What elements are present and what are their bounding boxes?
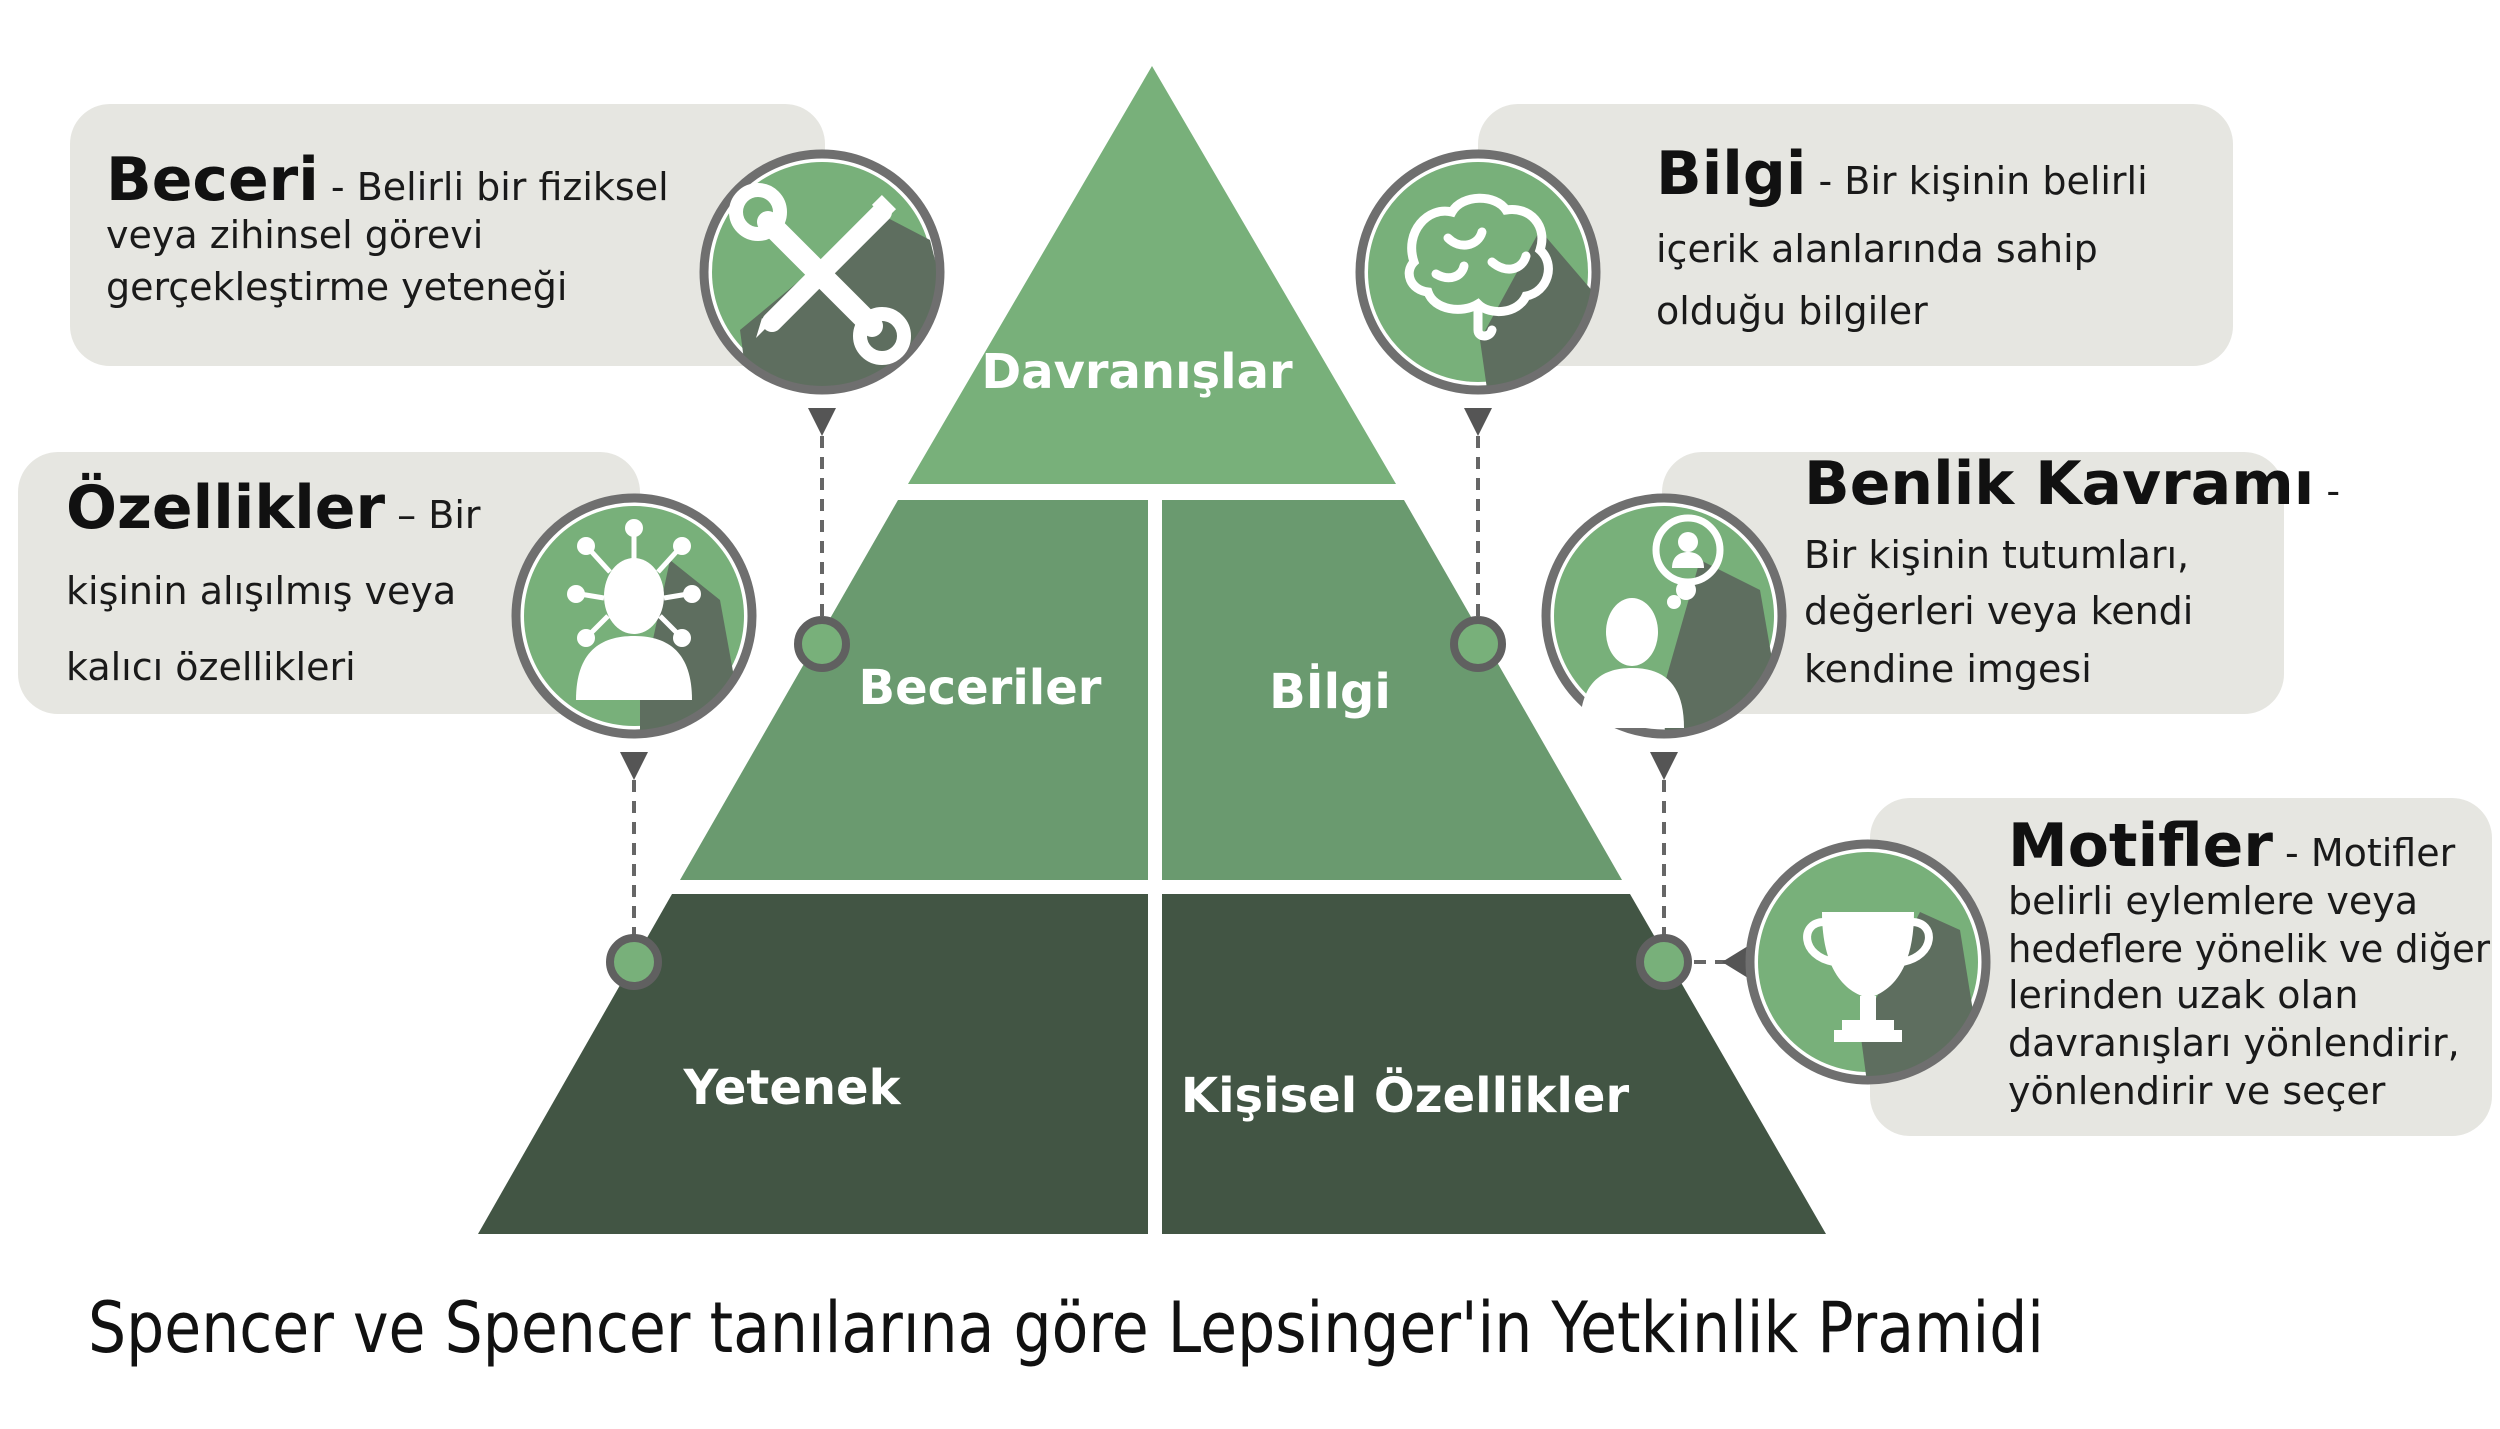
callout-box-benlik xyxy=(1662,452,2284,714)
callout-box-bilgi xyxy=(1478,104,2233,366)
callout-box-motifler xyxy=(1870,798,2492,1136)
svg-text:Beceri - Belirli bir fiziksel: Beceri - Belirli bir fiziksel xyxy=(106,145,669,215)
callout-line-motifler-4: davranışları yönlendirir, xyxy=(2008,1021,2460,1065)
callout-line-bilgi-2: olduğu bilgiler xyxy=(1656,289,1928,333)
pyramid-label-middle-left: Beceriler xyxy=(859,660,1102,716)
svg-text:Motifler - Motifler: Motifler - Motifler xyxy=(2008,811,2456,881)
node-ozellikler xyxy=(606,934,662,990)
pointer-beceri xyxy=(808,408,836,436)
pyramid-tier-bottom-right xyxy=(1162,894,1826,1234)
callout-line-benlik-1: değerleri veya kendi xyxy=(1804,589,2193,633)
pointer-ozellikler xyxy=(620,752,648,780)
person-network-icon xyxy=(511,493,757,739)
pointer-motifler xyxy=(1722,946,1748,978)
callout-sep-ozellikler: – xyxy=(385,493,428,537)
callout-sep-bilgi: - xyxy=(1806,159,1844,203)
callout-line-benlik-2: kendine imgesi xyxy=(1804,647,2092,691)
svg-text:Bilgi - Bir kişinin belirli: Bilgi - Bir kişinin belirli xyxy=(1656,139,2148,209)
connector-pointers xyxy=(620,408,1748,978)
callout-line-motifler-1: belirli eylemlere veya xyxy=(2008,879,2418,923)
callout-line-ozellikler-2: kalıcı özellikleri xyxy=(66,645,356,689)
callout-text-ozellikler: Özellikler – Bir kişinin alışılmış veya … xyxy=(66,472,481,689)
callout-title-beceri: Beceri xyxy=(106,145,319,215)
callout-sep-benlik: - xyxy=(2314,469,2340,513)
pyramid-tier-middle-left xyxy=(680,500,1148,880)
node-beceri xyxy=(794,616,850,672)
pyramid-label-top: Davranışlar xyxy=(981,344,1293,400)
callout-line-beceri-0: Belirli bir fiziksel xyxy=(357,165,669,209)
person-thought-icon xyxy=(1541,493,1787,739)
connector-nodes xyxy=(606,616,1692,990)
pyramid-label-middle-right: Bİlgi xyxy=(1269,663,1391,720)
callout-text-benlik: Benlik Kavramı - Bir kişinin tutumları, … xyxy=(1804,449,2340,691)
callout-title-ozellikler: Özellikler xyxy=(66,472,385,543)
callout-line-bilgi-0: Bir kişinin belirli xyxy=(1844,159,2147,203)
callout-line-motifler-3: lerinden uzak olan xyxy=(2008,973,2358,1017)
brain-icon xyxy=(1355,149,1601,395)
callout-box-beceri xyxy=(70,104,825,366)
callout-line-ozellikler-0: Bir xyxy=(428,493,481,537)
connectors xyxy=(632,436,1730,964)
callout-line-motifler-2: hedeflere yönelik ve diğer xyxy=(2008,927,2490,971)
pyramid-tier-top xyxy=(908,66,1396,484)
callout-title-bilgi: Bilgi xyxy=(1656,139,1806,209)
pointer-benlik xyxy=(1650,752,1678,780)
callout-sep-motifler: - xyxy=(2273,831,2311,875)
callout-line-ozellikler-1: kişinin alışılmış veya xyxy=(66,569,456,613)
callout-sep-beceri: - xyxy=(319,165,357,209)
callout-line-motifler-5: yönlendirir ve seçer xyxy=(2008,1069,2386,1113)
callout-box-ozellikler xyxy=(18,452,640,714)
callout-line-benlik-0: Bir kişinin tutumları, xyxy=(1804,533,2189,577)
trophy-icon xyxy=(1745,839,1991,1085)
pyramid-label-bottom-right: Kişisel Özellikler xyxy=(1181,1067,1630,1124)
callout-line-beceri-2: gerçekleştirme yeteneği xyxy=(106,265,567,309)
diagram-caption: Spencer ve Spencer tanılarına göre Lepsi… xyxy=(88,1287,2044,1369)
callout-title-benlik: Benlik Kavramı xyxy=(1804,449,2314,519)
callout-line-motifler-0: Motifler xyxy=(2311,831,2456,875)
pyramid-label-bottom-left: Yetenek xyxy=(682,1060,901,1116)
node-motifler xyxy=(1636,934,1692,990)
tools-icon xyxy=(699,149,945,395)
callout-line-beceri-1: veya zihinsel görevi xyxy=(106,213,483,257)
pyramid-tier-middle-right xyxy=(1162,500,1622,880)
callout-title-motifler: Motifler xyxy=(2008,811,2273,881)
callout-text-bilgi: Bilgi - Bir kişinin belirli içerik alanl… xyxy=(1656,139,2148,333)
node-bilgi xyxy=(1450,616,1506,672)
svg-text:Özellikler – Bir: Özellikler – Bir xyxy=(66,472,481,543)
callout-line-bilgi-1: içerik alanlarında sahip xyxy=(1656,227,2098,271)
callout-text-motifler: Motifler - Motifler belirli eylemlere ve… xyxy=(2008,811,2490,1113)
svg-text:Benlik Kavramı -: Benlik Kavramı - xyxy=(1804,449,2340,519)
callout-text-beceri: Beceri - Belirli bir fiziksel veya zihin… xyxy=(106,145,669,309)
pointer-bilgi xyxy=(1464,408,1492,436)
